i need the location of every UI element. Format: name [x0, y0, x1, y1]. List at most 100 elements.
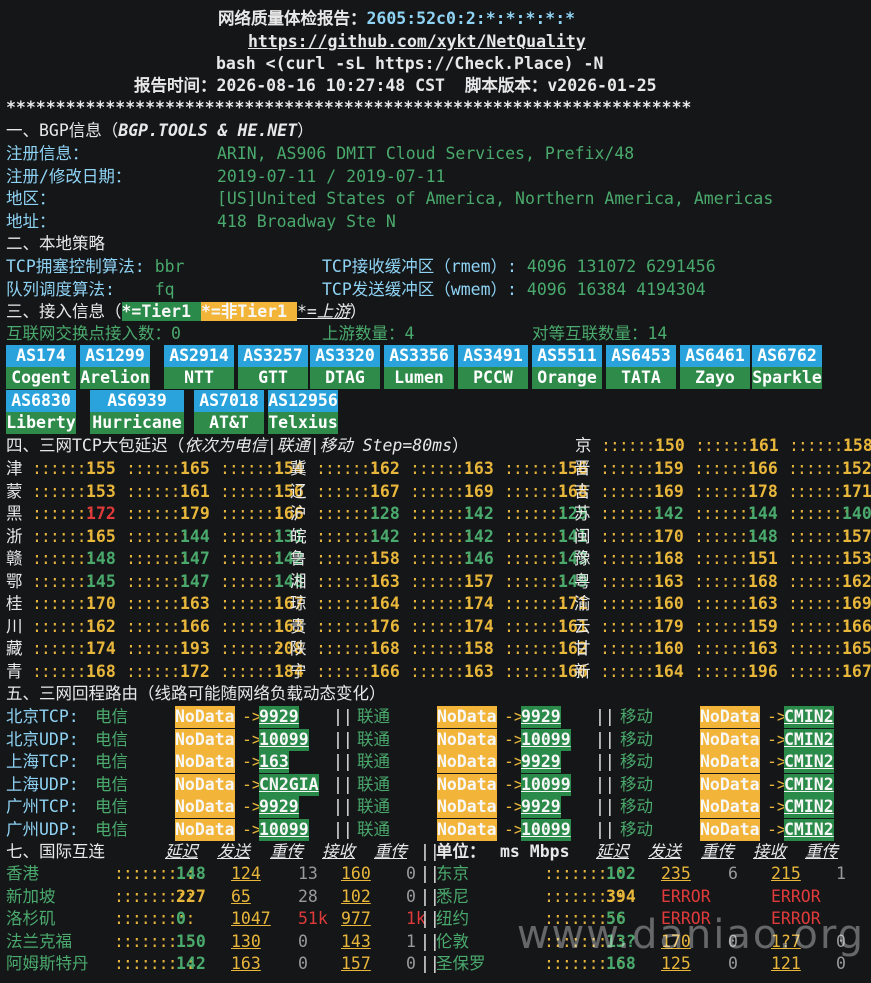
- province-label: 皖: [290, 526, 307, 546]
- divider: ||: [420, 842, 440, 861]
- as-name: Telxius: [268, 412, 338, 434]
- latency-value: 158: [843, 436, 871, 455]
- latency-bar: :::::::: [694, 481, 758, 501]
- arrow-icon: ->: [504, 707, 524, 726]
- retrans-value: 6: [728, 864, 738, 883]
- province-label: 云: [574, 616, 591, 636]
- province-label: 贵: [290, 616, 307, 636]
- latency-value: 164: [654, 661, 684, 681]
- recv-value: 102: [341, 886, 371, 906]
- latency-value: 179: [180, 504, 210, 523]
- route-target: CMIN2: [784, 751, 834, 773]
- route-target: 9929: [521, 706, 561, 728]
- divider: ||: [420, 931, 440, 951]
- intl-header: 重传: [374, 842, 407, 861]
- latency-value: 165: [86, 526, 116, 546]
- latency-value: 167: [842, 661, 871, 681]
- nodata-tag: NoData: [175, 706, 235, 728]
- latency-bar: :::::::: [316, 481, 380, 501]
- city-label: 洛杉矶: [6, 909, 56, 928]
- route-target: 9929: [521, 751, 561, 773]
- latency-value: 179: [654, 616, 684, 636]
- province-label: 川: [6, 616, 23, 636]
- bgp-label: 地区：: [6, 189, 56, 208]
- latency-value: 128: [370, 504, 400, 523]
- as-name: GTT: [238, 367, 308, 389]
- latency-value: 154: [274, 459, 304, 478]
- latency-bar: :::::::: [220, 594, 284, 613]
- latency-bar: :::::::: [220, 549, 284, 568]
- latency-bar: :::::::: [32, 504, 96, 523]
- nodata-tag: NoData: [437, 773, 497, 796]
- latency-value: 161: [180, 481, 210, 501]
- isp-label: 联通: [357, 819, 390, 839]
- route-target: CMIN2: [784, 796, 834, 818]
- latency-bar: :::::::: [316, 571, 380, 591]
- arrow-icon: ->: [242, 774, 262, 794]
- divider-stars: ****************************************…: [6, 98, 692, 117]
- latency-bar: :::::::: [316, 661, 380, 681]
- latency-value: 148: [176, 864, 206, 883]
- watermark: www.daniao.org: [516, 912, 865, 958]
- latency-value: 159: [654, 459, 684, 478]
- divider: ||: [595, 819, 615, 839]
- latency-value: 167: [274, 594, 304, 613]
- latency-bar: :::::::: [220, 639, 284, 658]
- latency-bar: :::::::: [410, 504, 474, 523]
- latency-bar: :::::::: [694, 526, 758, 546]
- latency-bar: :::::::: [32, 639, 96, 658]
- route-target: 163: [259, 751, 289, 773]
- send-value: 124: [231, 864, 261, 883]
- latency-value: 178: [748, 481, 778, 501]
- province-label: 浙: [6, 526, 23, 546]
- latency-bar: :::::::: [788, 616, 852, 636]
- recv-value: 121: [771, 954, 801, 973]
- isp-label: 移动: [620, 752, 653, 771]
- nodata-tag: NoData: [437, 818, 497, 841]
- divider: ||: [333, 819, 353, 839]
- latency-value: 174: [464, 616, 494, 636]
- nodata-tag: NoData: [175, 728, 235, 751]
- intl-header: 接收: [753, 842, 786, 861]
- latency-bar: :::::::: [126, 571, 190, 591]
- latency-bar: :::::::: [220, 661, 284, 681]
- recv-value: ERROR: [771, 909, 821, 928]
- latency-bar: :::::::: [220, 616, 284, 636]
- latency-section-title: 四、三网TCP大包延迟（依次为电信|联通|移动 Step=80ms）: [6, 436, 469, 455]
- latency-bar: :::::::::: [544, 931, 625, 951]
- latency-value: 168: [86, 661, 116, 681]
- intl-header: 重传: [270, 842, 303, 861]
- latency-bar: :::::::: [600, 459, 664, 478]
- tier1-legend: *=Tier1: [121, 302, 201, 321]
- route-target: 9929: [521, 796, 561, 818]
- route-target: 10099: [259, 818, 309, 841]
- city-label: 东京: [436, 864, 469, 883]
- latency-bar: :::::::: [694, 639, 758, 658]
- latency-bar: :::::::: [410, 639, 474, 658]
- latency-value: 166: [180, 616, 210, 636]
- latency-bar: :::::::: [601, 436, 665, 455]
- as-number: AS6939: [90, 390, 184, 412]
- latency-value: 150: [655, 436, 685, 455]
- isp-label: 移动: [620, 774, 653, 794]
- intl-header: 发送: [648, 842, 681, 861]
- latency-value: 163: [464, 459, 494, 478]
- intl-header: 重传: [805, 842, 838, 861]
- retrans-value: 51k: [298, 909, 328, 928]
- divider: ||: [595, 752, 615, 771]
- city-label: 阿姆斯特丹: [6, 954, 89, 973]
- as-number: AS5511: [532, 345, 602, 367]
- as-number: AS7018: [194, 390, 264, 412]
- nodata-tag: NoData: [700, 796, 760, 818]
- latency-value: 162: [558, 639, 588, 658]
- unit-label: 单位：: [436, 842, 486, 861]
- latency-value: 169: [842, 594, 871, 613]
- nodata-tag: NoData: [175, 773, 235, 796]
- latency-value: 184: [274, 661, 304, 681]
- project-url[interactable]: https://github.com/xykt/NetQuality: [248, 32, 586, 51]
- latency-value: 102: [606, 864, 636, 883]
- latency-bar: :::::::: [788, 549, 852, 568]
